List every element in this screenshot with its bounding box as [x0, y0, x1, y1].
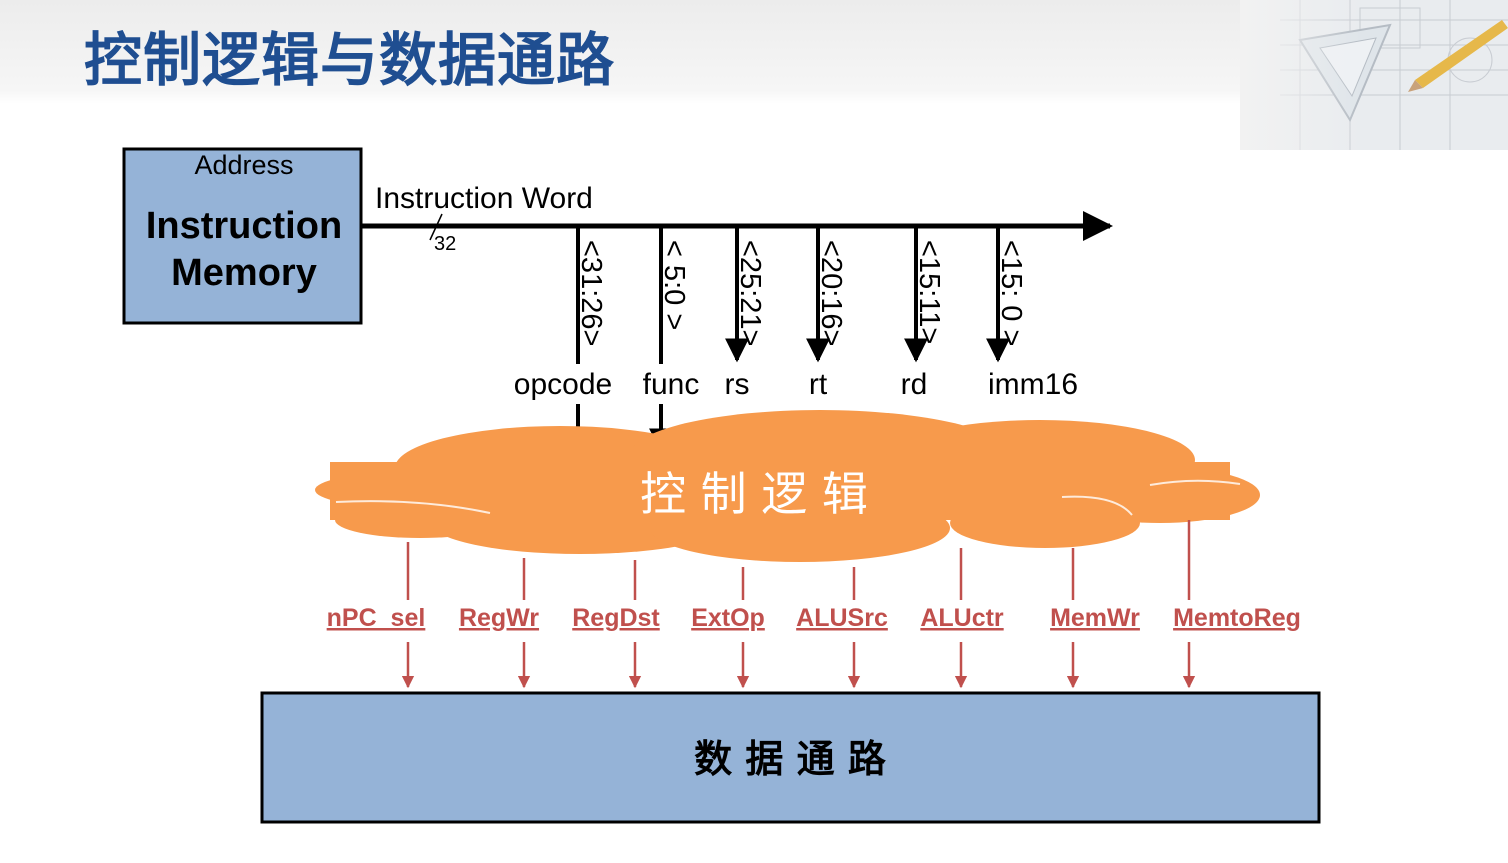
field-opcode-range: <31:26> [575, 240, 607, 346]
field-opcode: <31:26> opcode [514, 226, 612, 453]
field-rd: <15:11> rd [901, 226, 945, 401]
instruction-memory-title-line1: Instruction [146, 205, 342, 247]
field-rs-range: <25:21> [734, 240, 766, 346]
control-logic-label: 控 制 逻 辑 [640, 467, 868, 521]
field-opcode-name: opcode [514, 368, 612, 401]
field-rt-name: rt [809, 368, 828, 401]
signal-label: RegDst [572, 604, 660, 632]
signal-label: ExtOp [691, 604, 765, 632]
signal-label: ALUctr [920, 604, 1004, 632]
field-imm16: <15: 0 > imm16 [986, 226, 1078, 401]
field-imm16-name: imm16 [988, 368, 1078, 401]
signal-label: ALUSrc [796, 604, 888, 632]
field-rt: <20:16> rt [806, 226, 847, 401]
address-label: Address [194, 150, 293, 180]
field-func: < 5:0 > func [643, 226, 700, 453]
signal-regdst: RegDst [572, 560, 660, 689]
control-signals: nPC_sel RegWr RegDst ExtOp ALUSrc ALUctr MemWr… [327, 520, 1301, 689]
field-rd-name: rd [901, 368, 928, 401]
bus-label: Instruction Word [375, 182, 593, 215]
field-rs-name: rs [725, 368, 750, 401]
bus-width-label: 32 [434, 233, 456, 255]
signal-label: MemtoReg [1173, 604, 1301, 632]
instruction-memory-block: Address Instruction Memory [122, 147, 363, 325]
field-func-range: < 5:0 > [658, 240, 690, 330]
instruction-fields: <31:26> opcode < 5:0 > func <25:21> rs <20:16>… [514, 226, 1078, 453]
field-rt-range: <20:16> [815, 240, 847, 346]
signal-npc-sel: nPC_sel [327, 542, 426, 689]
control-logic-cloud: 控 制 逻 辑 [315, 410, 1260, 562]
signal-memwr: MemWr [1050, 548, 1140, 689]
signal-extop: ExtOp [691, 567, 765, 689]
field-rd-range: <15:11> [913, 240, 945, 344]
field-func-name: func [643, 368, 700, 401]
signal-label: RegWr [459, 604, 539, 632]
signal-label: MemWr [1050, 604, 1140, 632]
signal-alusrc: ALUSrc [796, 567, 888, 689]
signal-memtoreg: MemtoReg [1173, 520, 1301, 689]
drafting-tools-decoration-icon [1240, 0, 1508, 150]
datapath-label: 数 据 通 路 [694, 737, 887, 781]
signal-regwr: RegWr [459, 558, 539, 689]
signal-label: nPC_sel [327, 604, 426, 632]
instruction-memory-title-line2: Memory [171, 252, 317, 294]
signal-aluctr: ALUctr [920, 548, 1004, 689]
bus-width-slash [429, 213, 443, 241]
field-imm16-range: <15: 0 > [995, 240, 1027, 346]
field-rs: <25:21> rs [725, 226, 766, 401]
datapath-block: 数 据 通 路 [260, 691, 1321, 824]
slide-title: 控制逻辑与数据通路 [84, 26, 616, 94]
